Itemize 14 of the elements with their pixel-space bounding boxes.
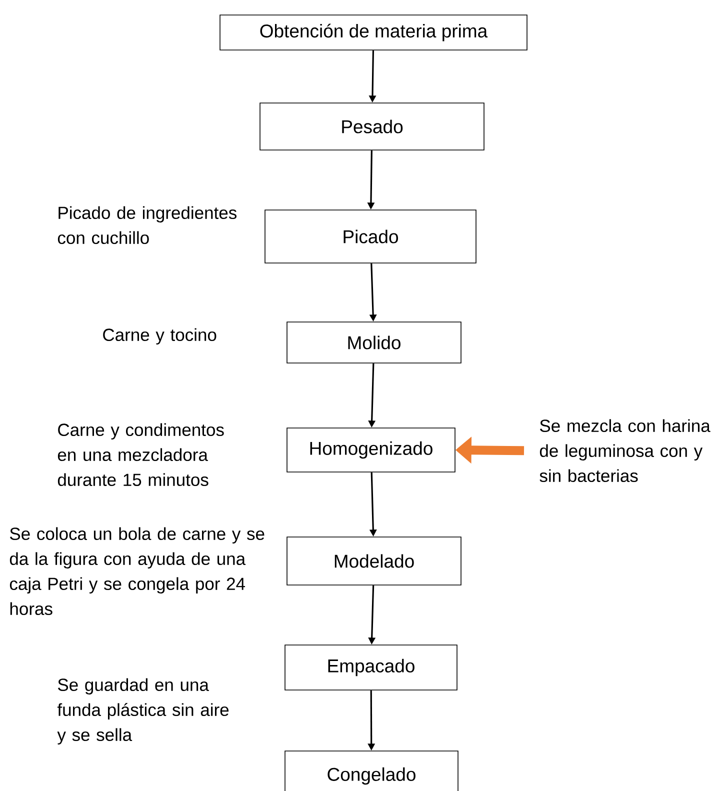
process-box: Obtención de materia prima	[220, 14, 528, 50]
step-note: Se guardad en una funda plástica sin aire y se sella	[57, 678, 229, 745]
process-box: Congelado	[284, 750, 458, 791]
process-box: Empacado	[284, 644, 458, 690]
step-note: Se coloca un bola de carne y se da la figura con ayuda de una caja Petri y se congela por 24 horas	[10, 527, 264, 616]
step-note: Carne y condimentos en una mezcladora durante 15 minutos	[58, 423, 224, 486]
step-note: Picado de ingredientes con cuchillo	[58, 206, 236, 244]
process-box: Modelado	[286, 536, 462, 586]
note-text: Se mezcla con harina de leguminosa con y sin bacterias	[540, 419, 710, 482]
process-box: Pesado	[260, 102, 484, 150]
process-box: Picado	[264, 210, 476, 264]
process-box: Homogenizado	[286, 428, 456, 472]
step-note: Carne y tocino	[103, 328, 216, 345]
process-box: Molido	[286, 322, 462, 364]
